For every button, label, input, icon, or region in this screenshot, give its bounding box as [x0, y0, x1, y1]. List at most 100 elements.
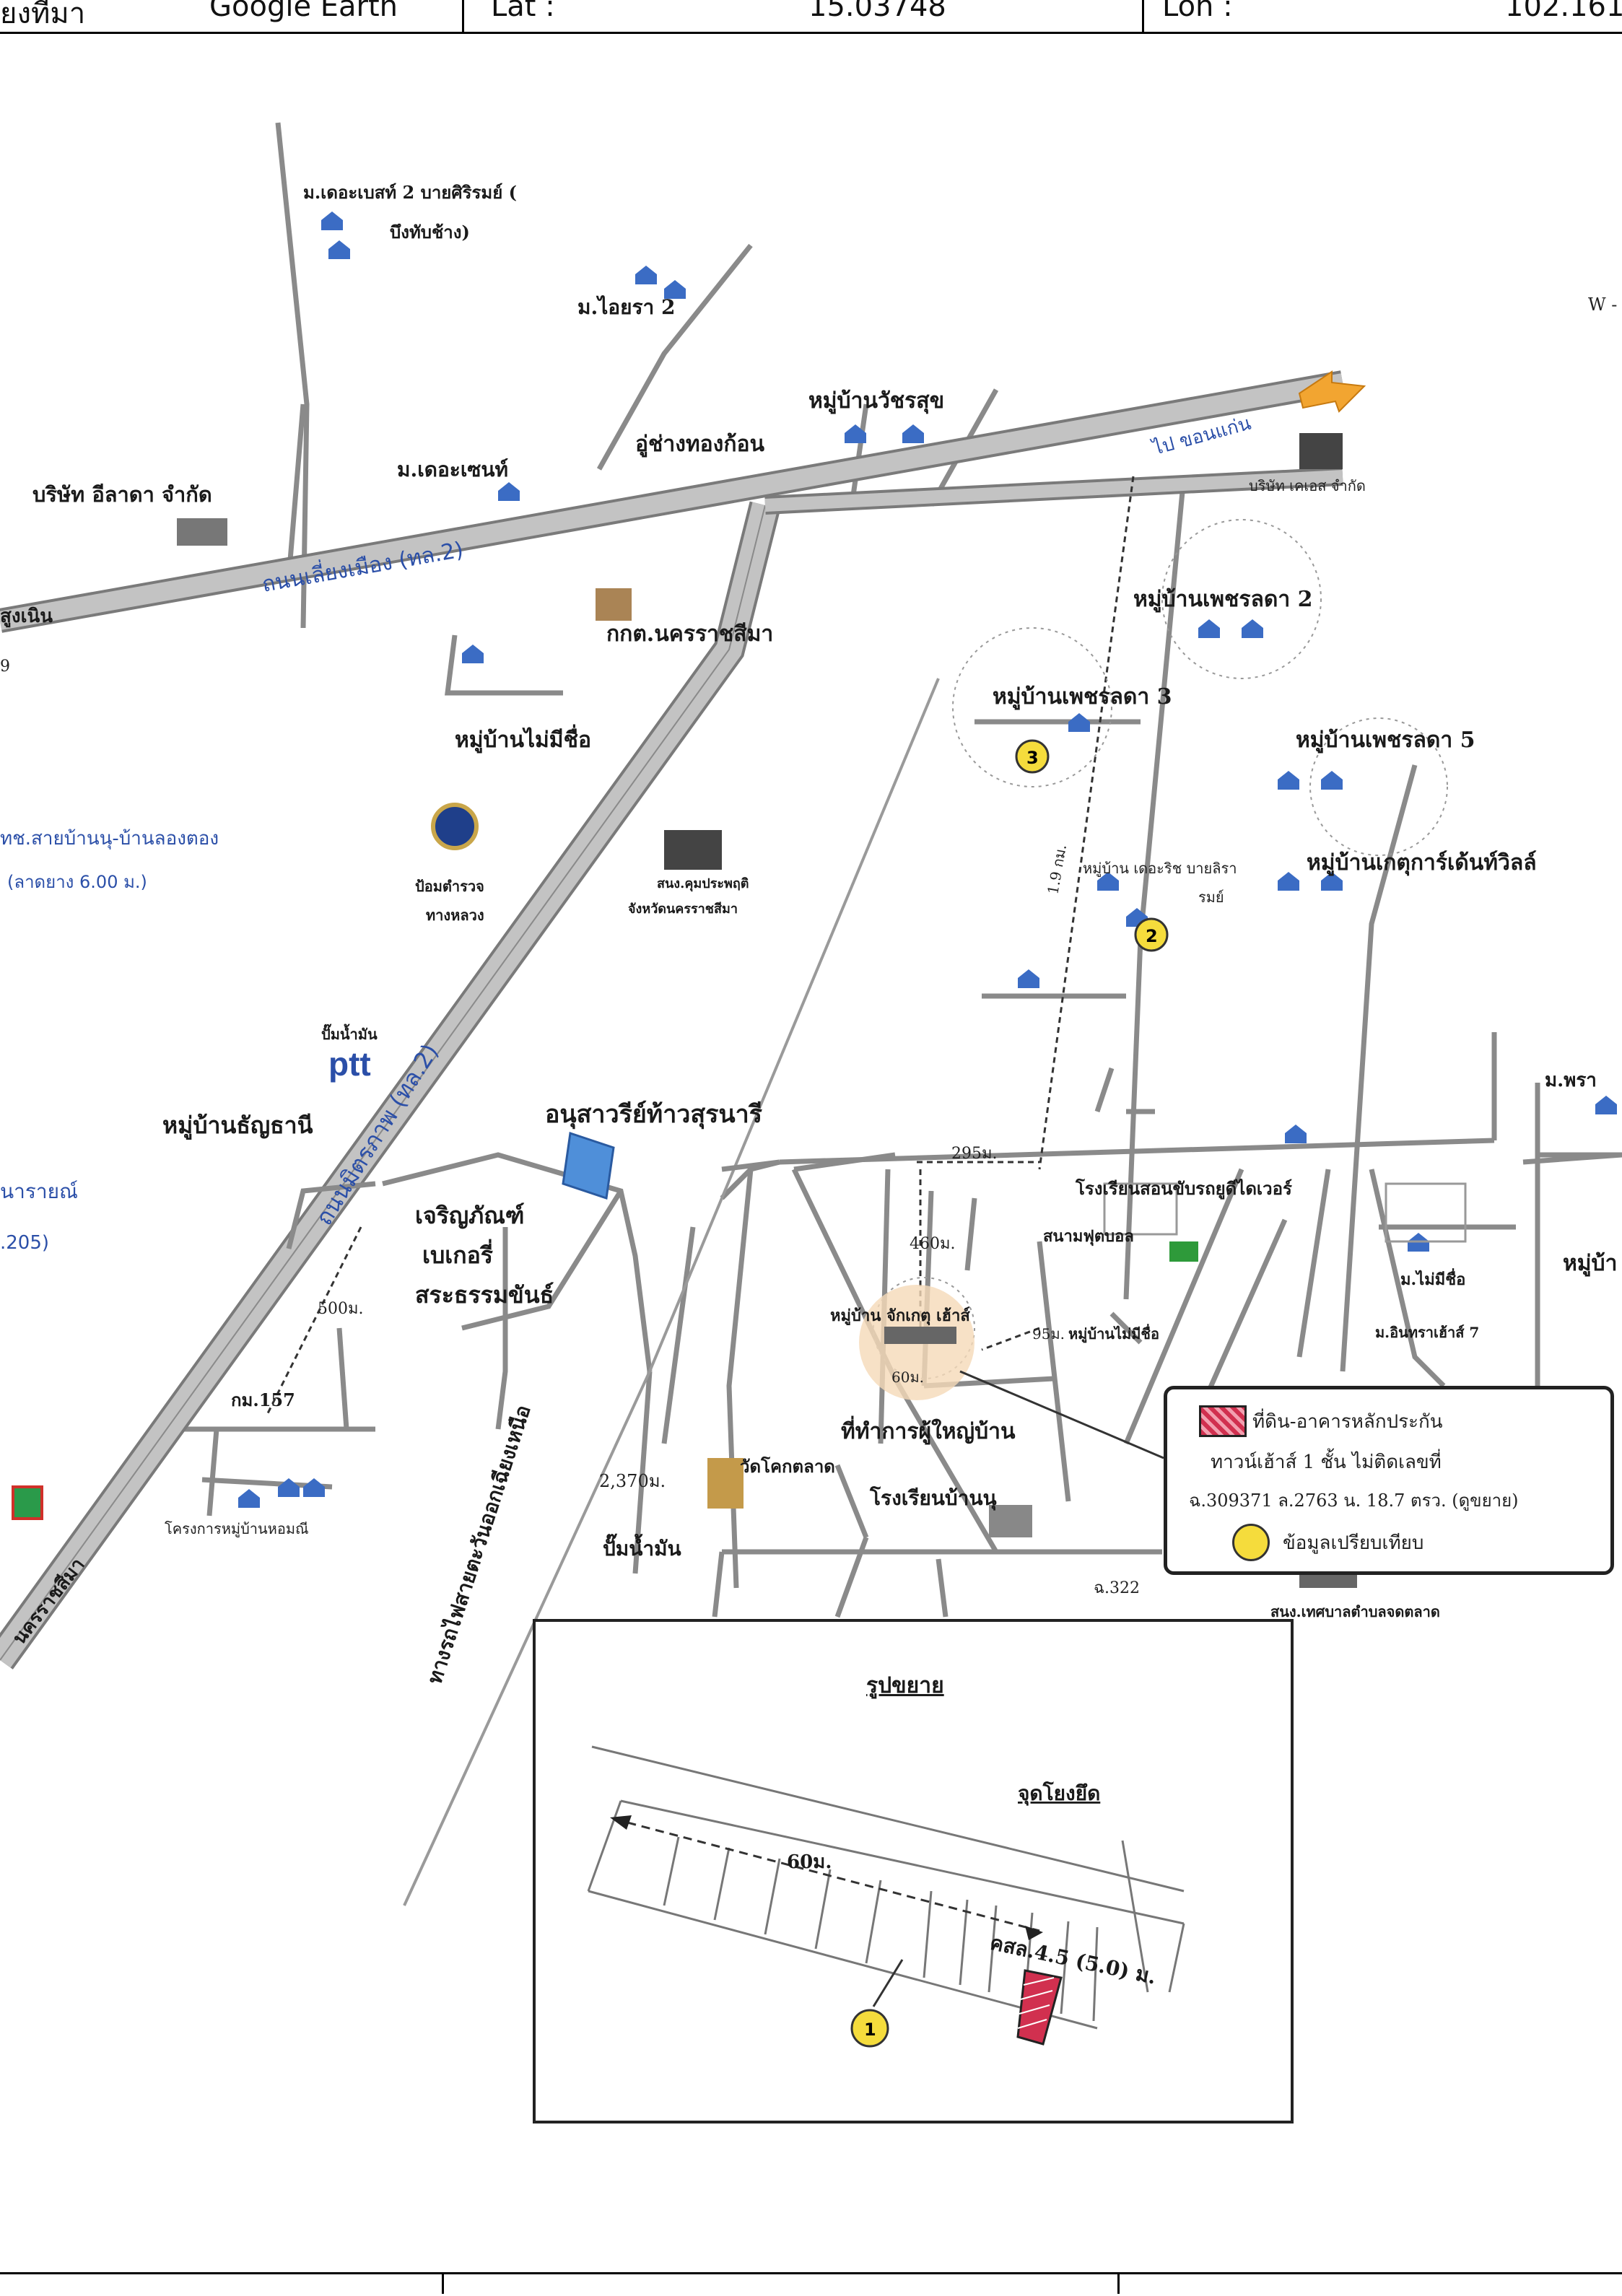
place-label: ป้อมตำรวจ: [415, 878, 484, 895]
place-label: ม.อินทราเฮ้าส์ 7: [1375, 1324, 1479, 1341]
place-label: หมู่บ้านวัชรสุข: [808, 388, 944, 414]
place-label: ม.เดอะเซนท์: [397, 458, 508, 481]
comparison-circle-icon: [1232, 1524, 1270, 1561]
place-label: สนง.เทศบาลตำบลจดตลาด: [1270, 1603, 1440, 1620]
place-label: หมู่บ้าน เดอะริช บายลิรา: [1083, 860, 1237, 878]
inset-anchor-label: จุดโยงยึด: [1018, 1781, 1100, 1806]
inset-streets: [587, 1745, 1185, 2030]
road-label: ทช.สายบ้านนุ-บ้านลองตอง: [0, 828, 219, 850]
place-label: ที่ทำการผู้ใหญ่บ้าน: [841, 1415, 1016, 1445]
side-streets: [286, 1152, 896, 1430]
header-bar: ี่ยงที่มา Google Earth Lat : 15.03748 Lo…: [0, 0, 1622, 34]
place-label: เบเกอรี่: [422, 1239, 493, 1269]
lon-value: 102.161: [1505, 0, 1622, 23]
railway-line: [403, 678, 940, 1906]
distance-label: 500ม.: [318, 1300, 364, 1318]
place-label: สูงเนิน: [0, 606, 53, 628]
place-label: W -: [1588, 294, 1617, 315]
inset-distance-line: [613, 1817, 1040, 1932]
place-label: อนุสาวรีย์ท้าวสุรนารี: [545, 1100, 763, 1130]
inset-distance-label: 60ม.: [787, 1851, 832, 1873]
direction-arrow-icon: [1298, 370, 1366, 413]
place-label: วัดโคกตลาด: [740, 1456, 835, 1477]
inset-frame: [533, 1619, 1294, 2123]
place-label: หมู่บ้านเพชรลดา 3: [993, 684, 1172, 710]
place-label: โครงการหมู่บ้านหอมณี: [165, 1520, 309, 1538]
legend-pointer: [959, 1370, 1164, 1459]
lat-value: 15.03748: [808, 0, 946, 23]
place-label: 9: [0, 658, 10, 676]
legend-property-line3: ฉ.309371 ล.2763 น. 18.7 ตรว. (ดูขยาย): [1189, 1490, 1519, 1511]
place-label: หมู่บ้า: [1563, 1251, 1617, 1277]
place-label: จังหวัดนครราชสีมา: [628, 902, 738, 917]
distance-label: 60ม.: [891, 1369, 924, 1386]
footer-divider: [442, 2272, 444, 2294]
arrow-right-icon: [1025, 1926, 1043, 1940]
place-label: ฉ.322: [1094, 1579, 1140, 1597]
place-label: อู่ช่างทองก้อน: [635, 432, 764, 458]
distance-label: 295ม.: [951, 1145, 998, 1163]
place-label: ม.เดอะเบสท์ 2 บายศิริรมย์ (: [303, 182, 517, 203]
legend-comparison: ข้อมูลเปรียบเทียบ: [1283, 1532, 1424, 1554]
place-label: สนามฟุตบอล: [1043, 1227, 1134, 1247]
inset-hatch: [1017, 1977, 1055, 2029]
place-label: ปั๊มน้ำมัน: [603, 1533, 681, 1561]
ptt-logo: ptt: [328, 1045, 371, 1083]
place-label: ทางหลวง: [426, 907, 484, 924]
place-label: กกต.นครราชสีมา: [606, 621, 773, 647]
legend-box: ที่ดิน-อาคารหลักประกัน ทาวน์เฮ้าส์ 1 ชั้…: [1164, 1386, 1614, 1575]
pond: [562, 1132, 615, 1200]
legend-property-line2: ทาวน์เฮ้าส์ 1 ชั้น ไม่ติดเลขที่: [1211, 1452, 1442, 1473]
field-block: [1103, 1182, 1178, 1236]
distance-label: 1.9 กม.: [1044, 843, 1070, 896]
place-label: โรงเรียนบ้านนุ: [869, 1485, 997, 1511]
place-label: รมย์: [1198, 889, 1224, 906]
place-label: หมู่บ้าน จักเกตุ เฮ้าส์: [830, 1306, 970, 1326]
place-label: หมู่บ้านเพชรลดา 5: [1296, 728, 1475, 754]
road-label: (ลาดยาง 6.00 ม.): [7, 872, 147, 892]
place-label: เจริญภัณฑ์: [415, 1202, 524, 1229]
no-name-village-block: [1385, 1182, 1467, 1243]
place-label: หมู่บ้านไม่มีชื่อ: [1068, 1323, 1159, 1344]
inset-title: รูปขยาย: [866, 1673, 944, 1699]
police-emblem-icon: [431, 803, 479, 850]
source-value: Google Earth: [209, 0, 398, 23]
header-divider: [462, 0, 464, 32]
place-label: ม.ไอยรา 2: [577, 295, 676, 319]
header-divider: [1142, 0, 1144, 32]
place-label: บึงทับช้าง): [390, 222, 470, 243]
distance-label: 2,370ม.: [599, 1471, 666, 1491]
place-label: .205): [0, 1232, 49, 1254]
comparison-marker-3: 3: [1015, 739, 1050, 774]
place-label: ม.พรา: [1545, 1070, 1597, 1091]
place-label: ม.ไม่มีชื่อ: [1400, 1267, 1465, 1289]
place-label: สนง.คุมประพฤติ: [657, 876, 749, 892]
svg-text:3: 3: [1026, 748, 1039, 768]
place-label: หมู่บ้านธัญธานี: [162, 1112, 313, 1140]
lon-label: Lon :: [1162, 0, 1233, 23]
comparison-marker-1: 1: [850, 2009, 889, 2048]
svg-text:1: 1: [864, 2020, 876, 2040]
minor-streets: [180, 122, 1622, 1618]
footer-divider: [1117, 2272, 1120, 2294]
place-label: หมู่บ้านเพชรลดา 2: [1133, 587, 1312, 613]
place-label: นารายณ์: [0, 1179, 78, 1203]
place-label: หมู่บ้านเกตุการ์เด้นท์วิลล์: [1307, 850, 1537, 876]
svg-text:2: 2: [1146, 926, 1158, 946]
lat-label: Lat :: [491, 0, 555, 23]
distance-label: 95ม.: [1032, 1325, 1065, 1343]
place-label: ปั๊มน้ำมัน: [321, 1023, 378, 1043]
source-label: ี่ยงที่มา: [0, 0, 86, 30]
arrow-left-icon: [610, 1815, 632, 1830]
property-hatch-icon: [1199, 1405, 1247, 1437]
road-label: ทางรถไฟสายตะวันออกเฉียงเหนือ: [422, 1402, 535, 1687]
place-label: กม.157: [231, 1389, 295, 1410]
bypass-road: [0, 370, 1345, 633]
seven-eleven-icon: [12, 1485, 43, 1520]
distance-label: 460ม.: [910, 1235, 956, 1253]
inset-marker-pointer: [872, 1959, 904, 2007]
mittraphap-highway: [0, 501, 781, 1669]
place-label: หมู่บ้านไม่มีชื่อ: [455, 724, 591, 754]
place-label: โรงเรียนสอนขับรถยูดีไดเวอร์: [1075, 1178, 1292, 1200]
